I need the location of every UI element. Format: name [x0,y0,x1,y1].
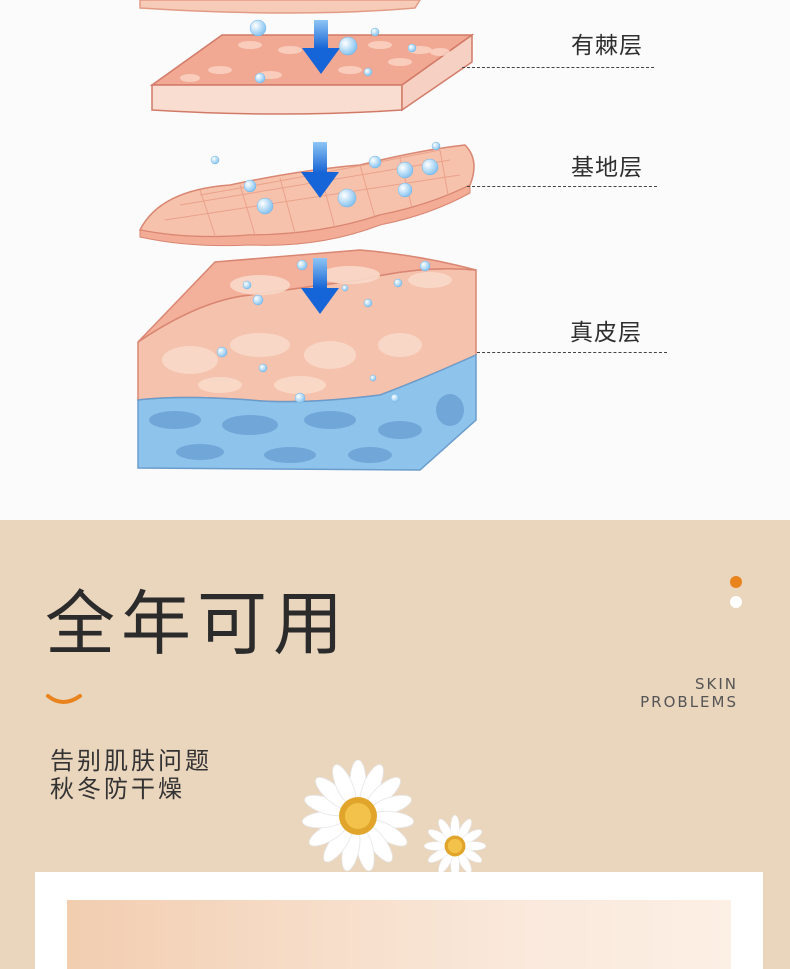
moisture-bubbles [210,19,441,404]
label-leader-line [462,67,654,68]
section-title: 全年可用 [45,583,349,665]
carousel-dot[interactable] [730,596,742,608]
arrow-down-icon [301,258,339,314]
daisy-flowers-decoration [301,760,487,878]
english-caption-line1: SKIN [694,675,738,693]
skin-photo [67,900,731,969]
subtitle-line2: 秋冬防干燥 [50,775,185,803]
top-skin-remnant [139,0,421,14]
label-leader-line [477,352,667,353]
skin-layers-section: 有棘层 基地层 真皮层 [137,0,667,471]
subtitle-line1: 告别肌肤问题 [50,747,212,775]
all-season-section: 全年可用 SKIN PROBLEMS 告别肌肤问题 秋冬防干燥 [0,520,790,969]
spinous-layer-slab [149,33,475,115]
layer-label-dermis: 真皮层 [570,320,642,346]
dermis-layer-block [137,249,477,471]
skin-layers-illustration [137,0,477,471]
subtitle: 告别肌肤问题 秋冬防干燥 [50,747,212,803]
english-caption-line2: PROBLEMS [640,693,738,711]
smile-accent-icon [46,694,82,704]
daisy-icon [301,760,415,872]
label-leader-line [467,186,657,187]
photo-card [35,872,763,969]
basal-layer-sheet [138,144,475,247]
english-caption: SKIN PROBLEMS [640,675,738,711]
arrow-down-icon [302,20,340,74]
daisy-icon [423,814,487,878]
carousel-dot-active[interactable] [730,576,742,588]
layer-label-basal: 基地层 [571,155,643,181]
arrow-down-icon [301,142,339,198]
layer-label-spinous: 有棘层 [571,33,643,59]
